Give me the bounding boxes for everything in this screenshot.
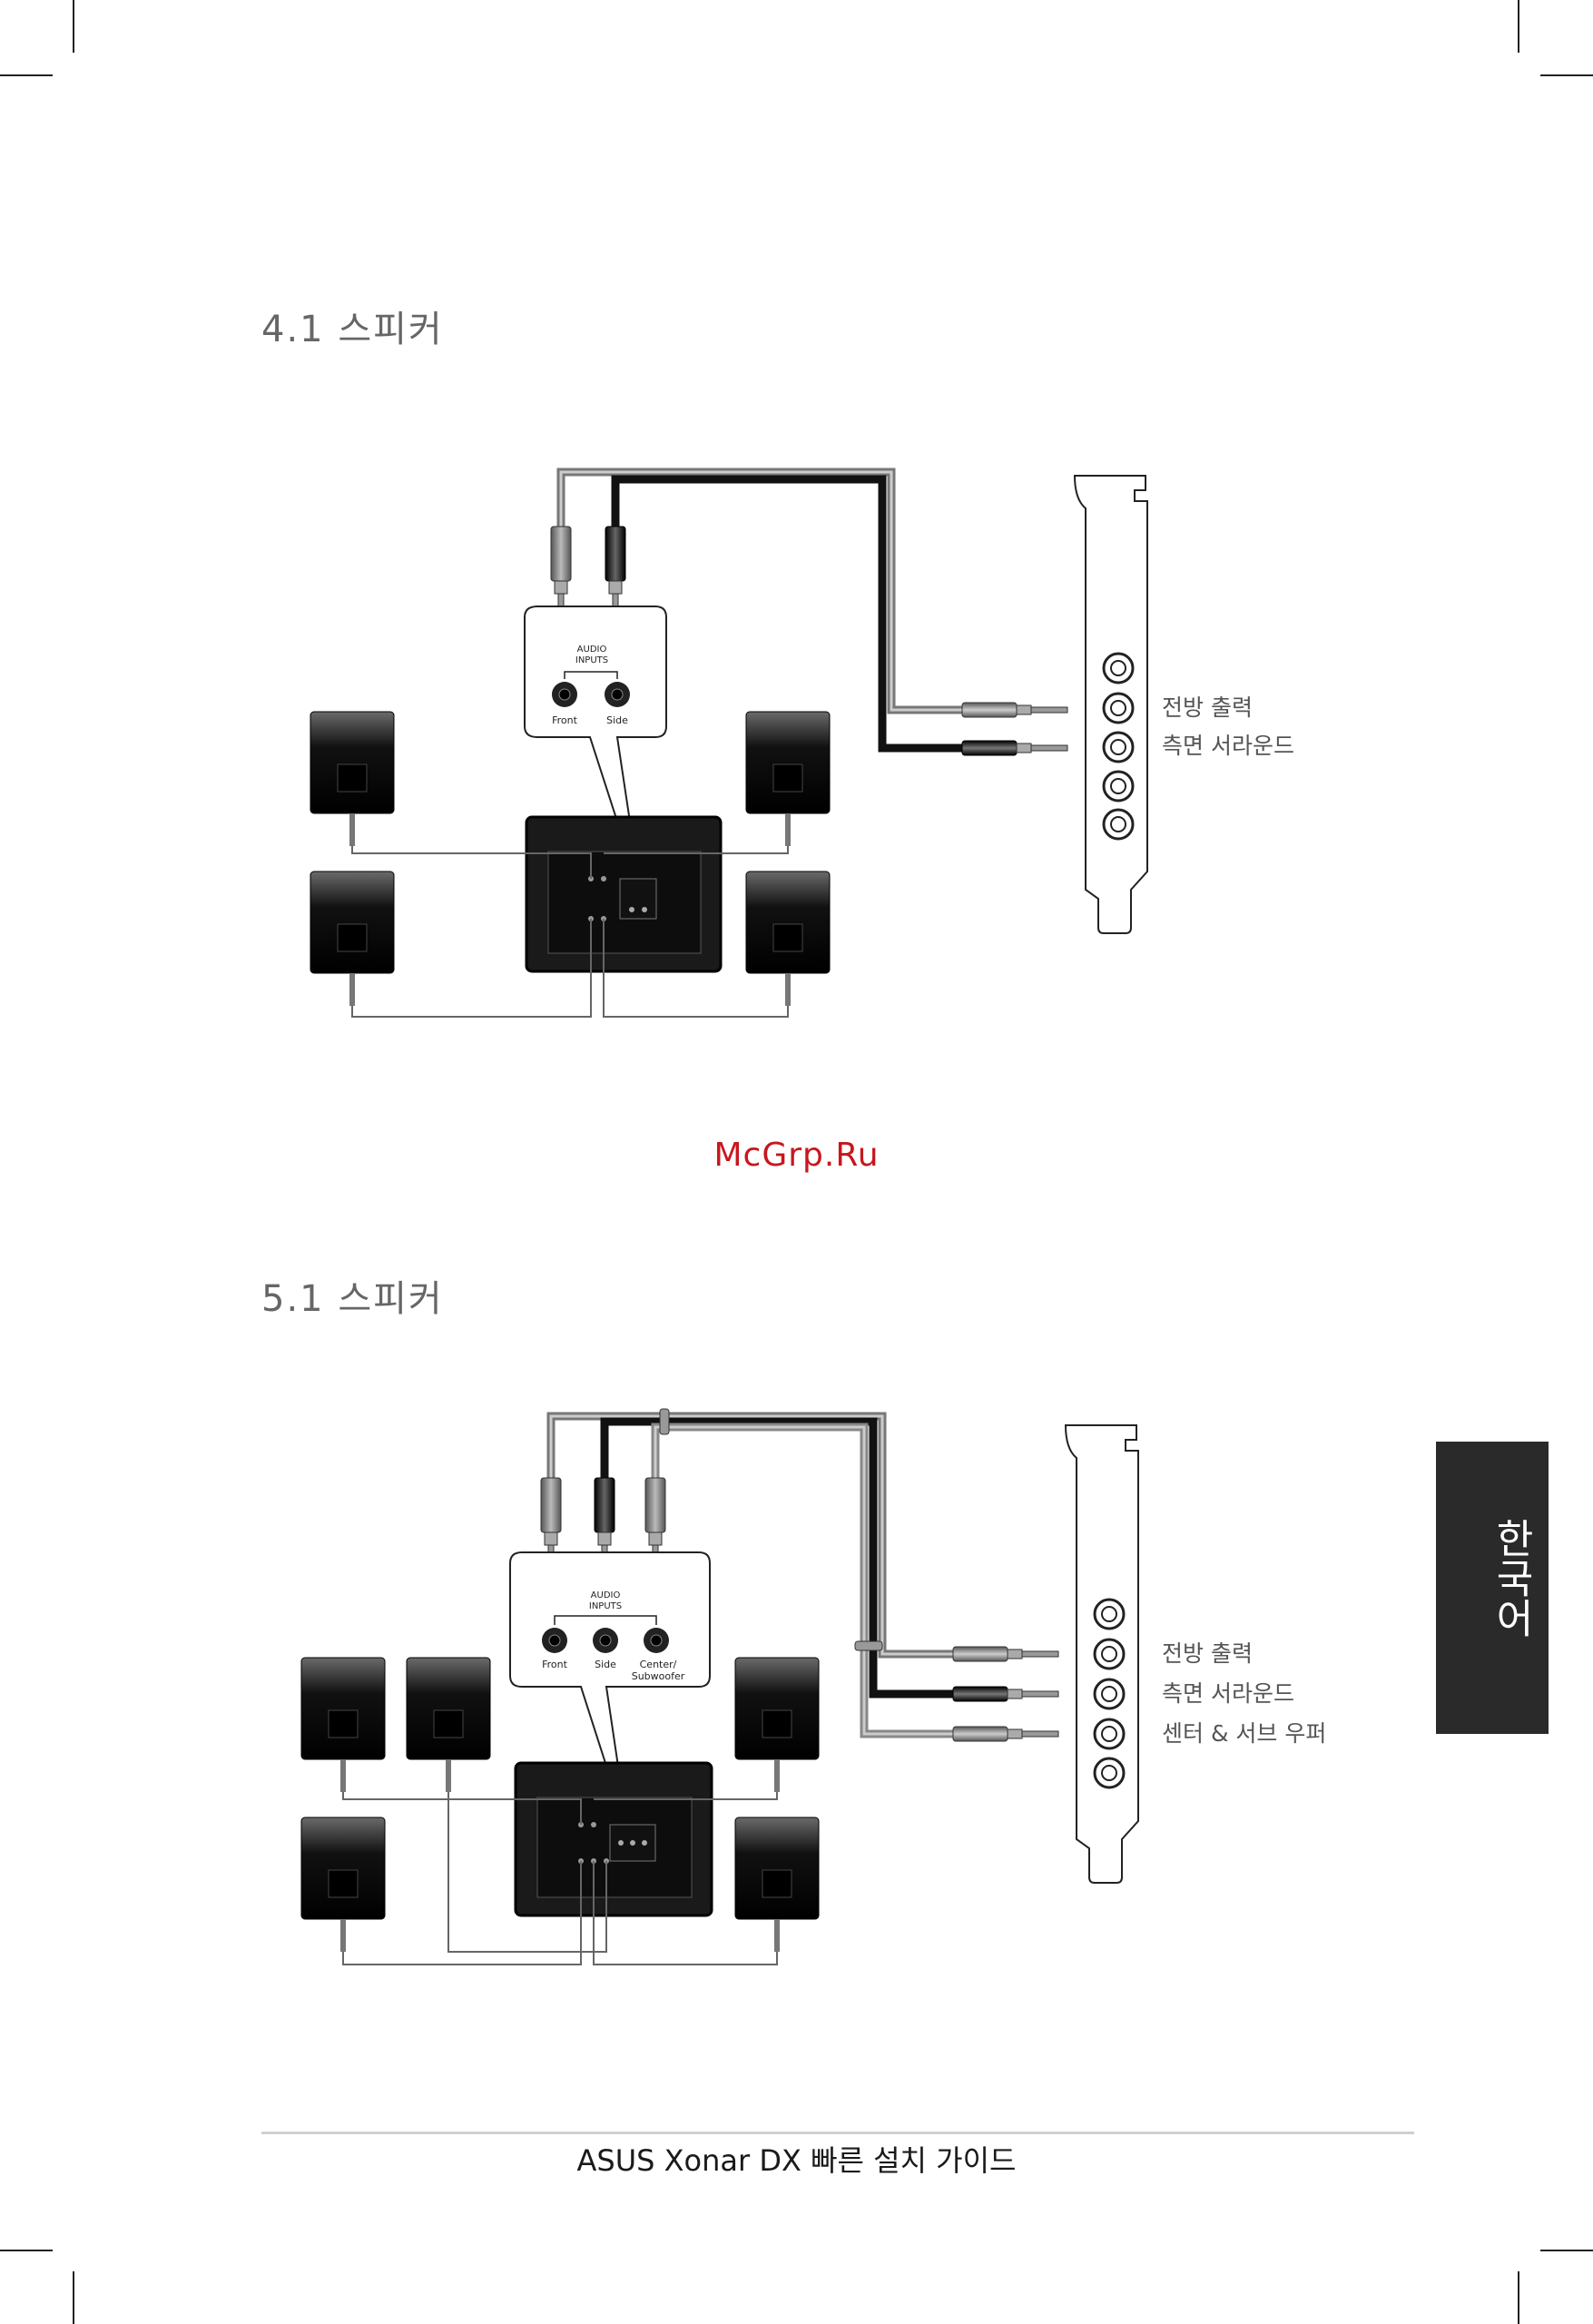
crop-mark <box>1518 2271 1519 2324</box>
speaker <box>746 872 830 1006</box>
language-tab: 한국어 <box>1436 1442 1549 1734</box>
card-plug-front <box>962 703 1067 717</box>
crop-mark <box>0 74 53 76</box>
crop-mark <box>0 2250 53 2251</box>
jack-label-center: Center/ <box>640 1659 677 1670</box>
crop-mark <box>73 2271 74 2324</box>
svg-text:INPUTS: INPUTS <box>589 1601 622 1611</box>
crop-mark <box>1540 74 1593 76</box>
watermark: McGrp.Ru <box>0 1137 1593 1174</box>
diagram-5-1-speakers: AUDIO INPUTS Front Side Center/ Subwoofe… <box>0 1398 1593 1979</box>
svg-text:INPUTS: INPUTS <box>575 655 608 665</box>
language-tab-label: 한국어 <box>1480 1518 1534 1638</box>
footer-title: ASUS Xonar DX 빠른 설치 가이드 <box>0 2138 1593 2180</box>
output-label-side: 측면 서라운드 <box>1162 733 1294 759</box>
crop-mark <box>73 0 74 53</box>
speaker <box>301 1658 385 1792</box>
crop-mark <box>1540 2250 1593 2251</box>
card-plug-side <box>953 1687 1058 1701</box>
output-label-front: 전방 출력 <box>1162 1640 1253 1667</box>
jack-label-side: Side <box>606 714 628 726</box>
audio-inputs-label: AUDIO <box>591 1590 621 1600</box>
card-plug-side <box>962 741 1067 755</box>
speaker <box>735 1817 819 1952</box>
output-label-center: 센터 & 서브 우퍼 <box>1162 1720 1326 1747</box>
jack-label-front: Front <box>542 1659 568 1670</box>
jack-label-side: Side <box>595 1659 616 1670</box>
speaker <box>735 1658 819 1792</box>
speaker <box>310 712 394 846</box>
speaker <box>746 712 830 846</box>
speaker <box>301 1817 385 1952</box>
output-label-front: 전방 출력 <box>1162 694 1253 721</box>
audio-inputs-label: AUDIO <box>577 645 607 655</box>
footer-rule <box>261 2132 1414 2134</box>
speaker <box>407 1658 490 1792</box>
speaker <box>310 872 394 1006</box>
jack-label-subwoofer: Subwoofer <box>632 1670 685 1682</box>
card-plug-center <box>953 1727 1058 1741</box>
crop-mark <box>1518 0 1519 53</box>
card-plug-front <box>953 1647 1058 1661</box>
jack-label-front: Front <box>552 714 578 726</box>
diagram-4-1-speakers: AUDIO INPUTS Front Side <box>0 454 1593 1035</box>
output-label-side: 측면 서라운드 <box>1162 1680 1294 1707</box>
section-title-4-1: 4.1 스피커 <box>261 300 444 352</box>
section-title-5-1: 5.1 스피커 <box>261 1269 444 1322</box>
